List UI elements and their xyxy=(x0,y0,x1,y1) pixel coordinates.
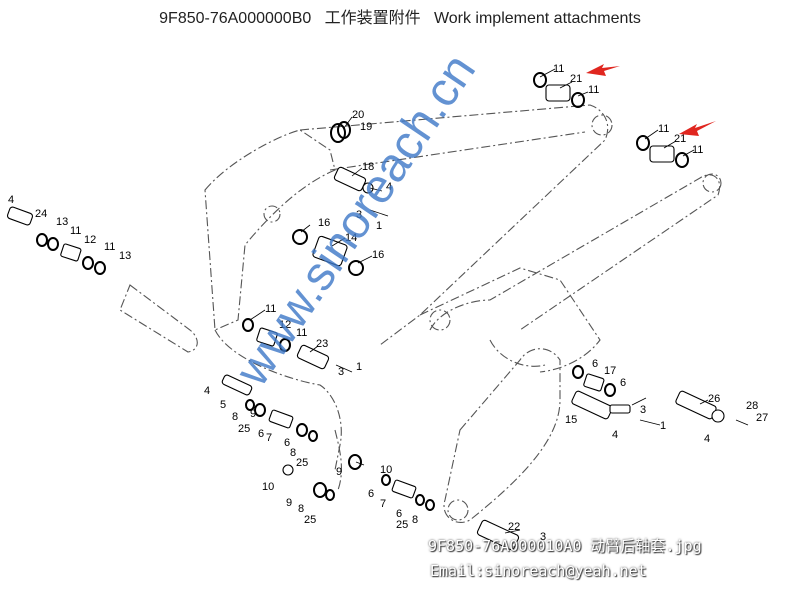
callout-label: 10 xyxy=(380,464,392,476)
callout-label: 8 xyxy=(290,447,296,459)
boom-frame xyxy=(119,104,722,523)
callout-label: 11 xyxy=(658,123,669,135)
callout-label: 25 xyxy=(396,519,408,531)
callout-label: 23 xyxy=(316,338,328,350)
arrow-right xyxy=(679,121,716,136)
callout-label: 3 xyxy=(356,209,362,221)
callout-label: 6 xyxy=(284,437,290,449)
callout-label: 21 xyxy=(570,73,582,85)
callout-label: 4 xyxy=(204,385,210,397)
callout-label: 13 xyxy=(56,216,68,228)
callout-label: 11 xyxy=(104,241,115,253)
callout-label: 9 xyxy=(286,497,292,509)
callout-label: 9 xyxy=(336,466,342,478)
callout-label: 6 xyxy=(258,428,264,440)
callout-label: 16 xyxy=(318,217,330,229)
callout-label: 20 xyxy=(352,109,364,121)
callout-label: 28 xyxy=(746,400,758,412)
callout-label: 9 xyxy=(250,408,256,420)
callout-label: 12 xyxy=(84,234,96,246)
callout-label: 18 xyxy=(362,161,374,173)
callout-label: 8 xyxy=(232,411,238,423)
callout-label: 1 xyxy=(660,420,666,432)
parts xyxy=(6,72,749,551)
callout-label: 7 xyxy=(380,498,386,510)
callout-label: 8 xyxy=(412,514,418,526)
callout-label: 8 xyxy=(298,503,304,515)
callout-numbers: 11 21 11 11 21 11 20 19 18 4 3 1 16 14 1… xyxy=(8,63,768,543)
callout-label: 25 xyxy=(296,457,308,469)
callout-label: 11 xyxy=(692,144,703,156)
callout-label: 4 xyxy=(612,429,618,441)
callout-label: 24 xyxy=(35,208,47,220)
callout-label: 11 xyxy=(296,327,307,339)
footer-filename: 9F850-76A000010A0 动臂后轴套.jpg xyxy=(428,537,702,555)
callout-label: 25 xyxy=(304,514,316,526)
highlight-arrows xyxy=(586,64,716,136)
callout-label: 15 xyxy=(565,414,577,426)
callout-label: 6 xyxy=(368,488,374,500)
callout-label: 16 xyxy=(372,249,384,261)
callout-label: 6 xyxy=(396,508,402,520)
callout-label: 27 xyxy=(756,412,768,424)
callout-label: 4 xyxy=(386,181,392,193)
page-title: 9F850-76A000000B0 工作装置附件 Work implement … xyxy=(159,10,641,27)
callout-label: 14 xyxy=(345,232,357,244)
callout-label: 6 xyxy=(620,377,626,389)
callout-label: 21 xyxy=(674,133,686,145)
callout-label: 7 xyxy=(266,432,272,444)
callout-label: 3 xyxy=(540,531,546,543)
arrow-top xyxy=(586,64,620,76)
callout-label: 4 xyxy=(8,194,14,206)
callout-label: 11 xyxy=(553,63,564,75)
footer-email: Email:sinoreach@yeah.net xyxy=(430,562,647,580)
callout-label: 5 xyxy=(220,399,226,411)
callout-label: 11 xyxy=(588,84,599,96)
leader-lines xyxy=(249,68,709,534)
callout-label: 11 xyxy=(265,303,276,315)
callout-label: 1 xyxy=(356,361,362,373)
callout-label: 26 xyxy=(708,393,720,405)
callout-label: 10 xyxy=(262,481,274,493)
callout-label: 25 xyxy=(238,423,250,435)
callout-label: 4 xyxy=(704,433,710,445)
callout-label: 17 xyxy=(604,365,616,377)
callout-label: 13 xyxy=(119,250,131,262)
callout-label: 19 xyxy=(360,121,372,133)
callout-label: 6 xyxy=(592,358,598,370)
callout-label: 3 xyxy=(338,366,344,378)
callout-label: 22 xyxy=(508,521,520,533)
callout-label: 1 xyxy=(376,220,382,232)
callout-label: 12 xyxy=(279,319,291,331)
callout-label: 11 xyxy=(70,225,81,237)
callout-label: 3 xyxy=(640,404,646,416)
